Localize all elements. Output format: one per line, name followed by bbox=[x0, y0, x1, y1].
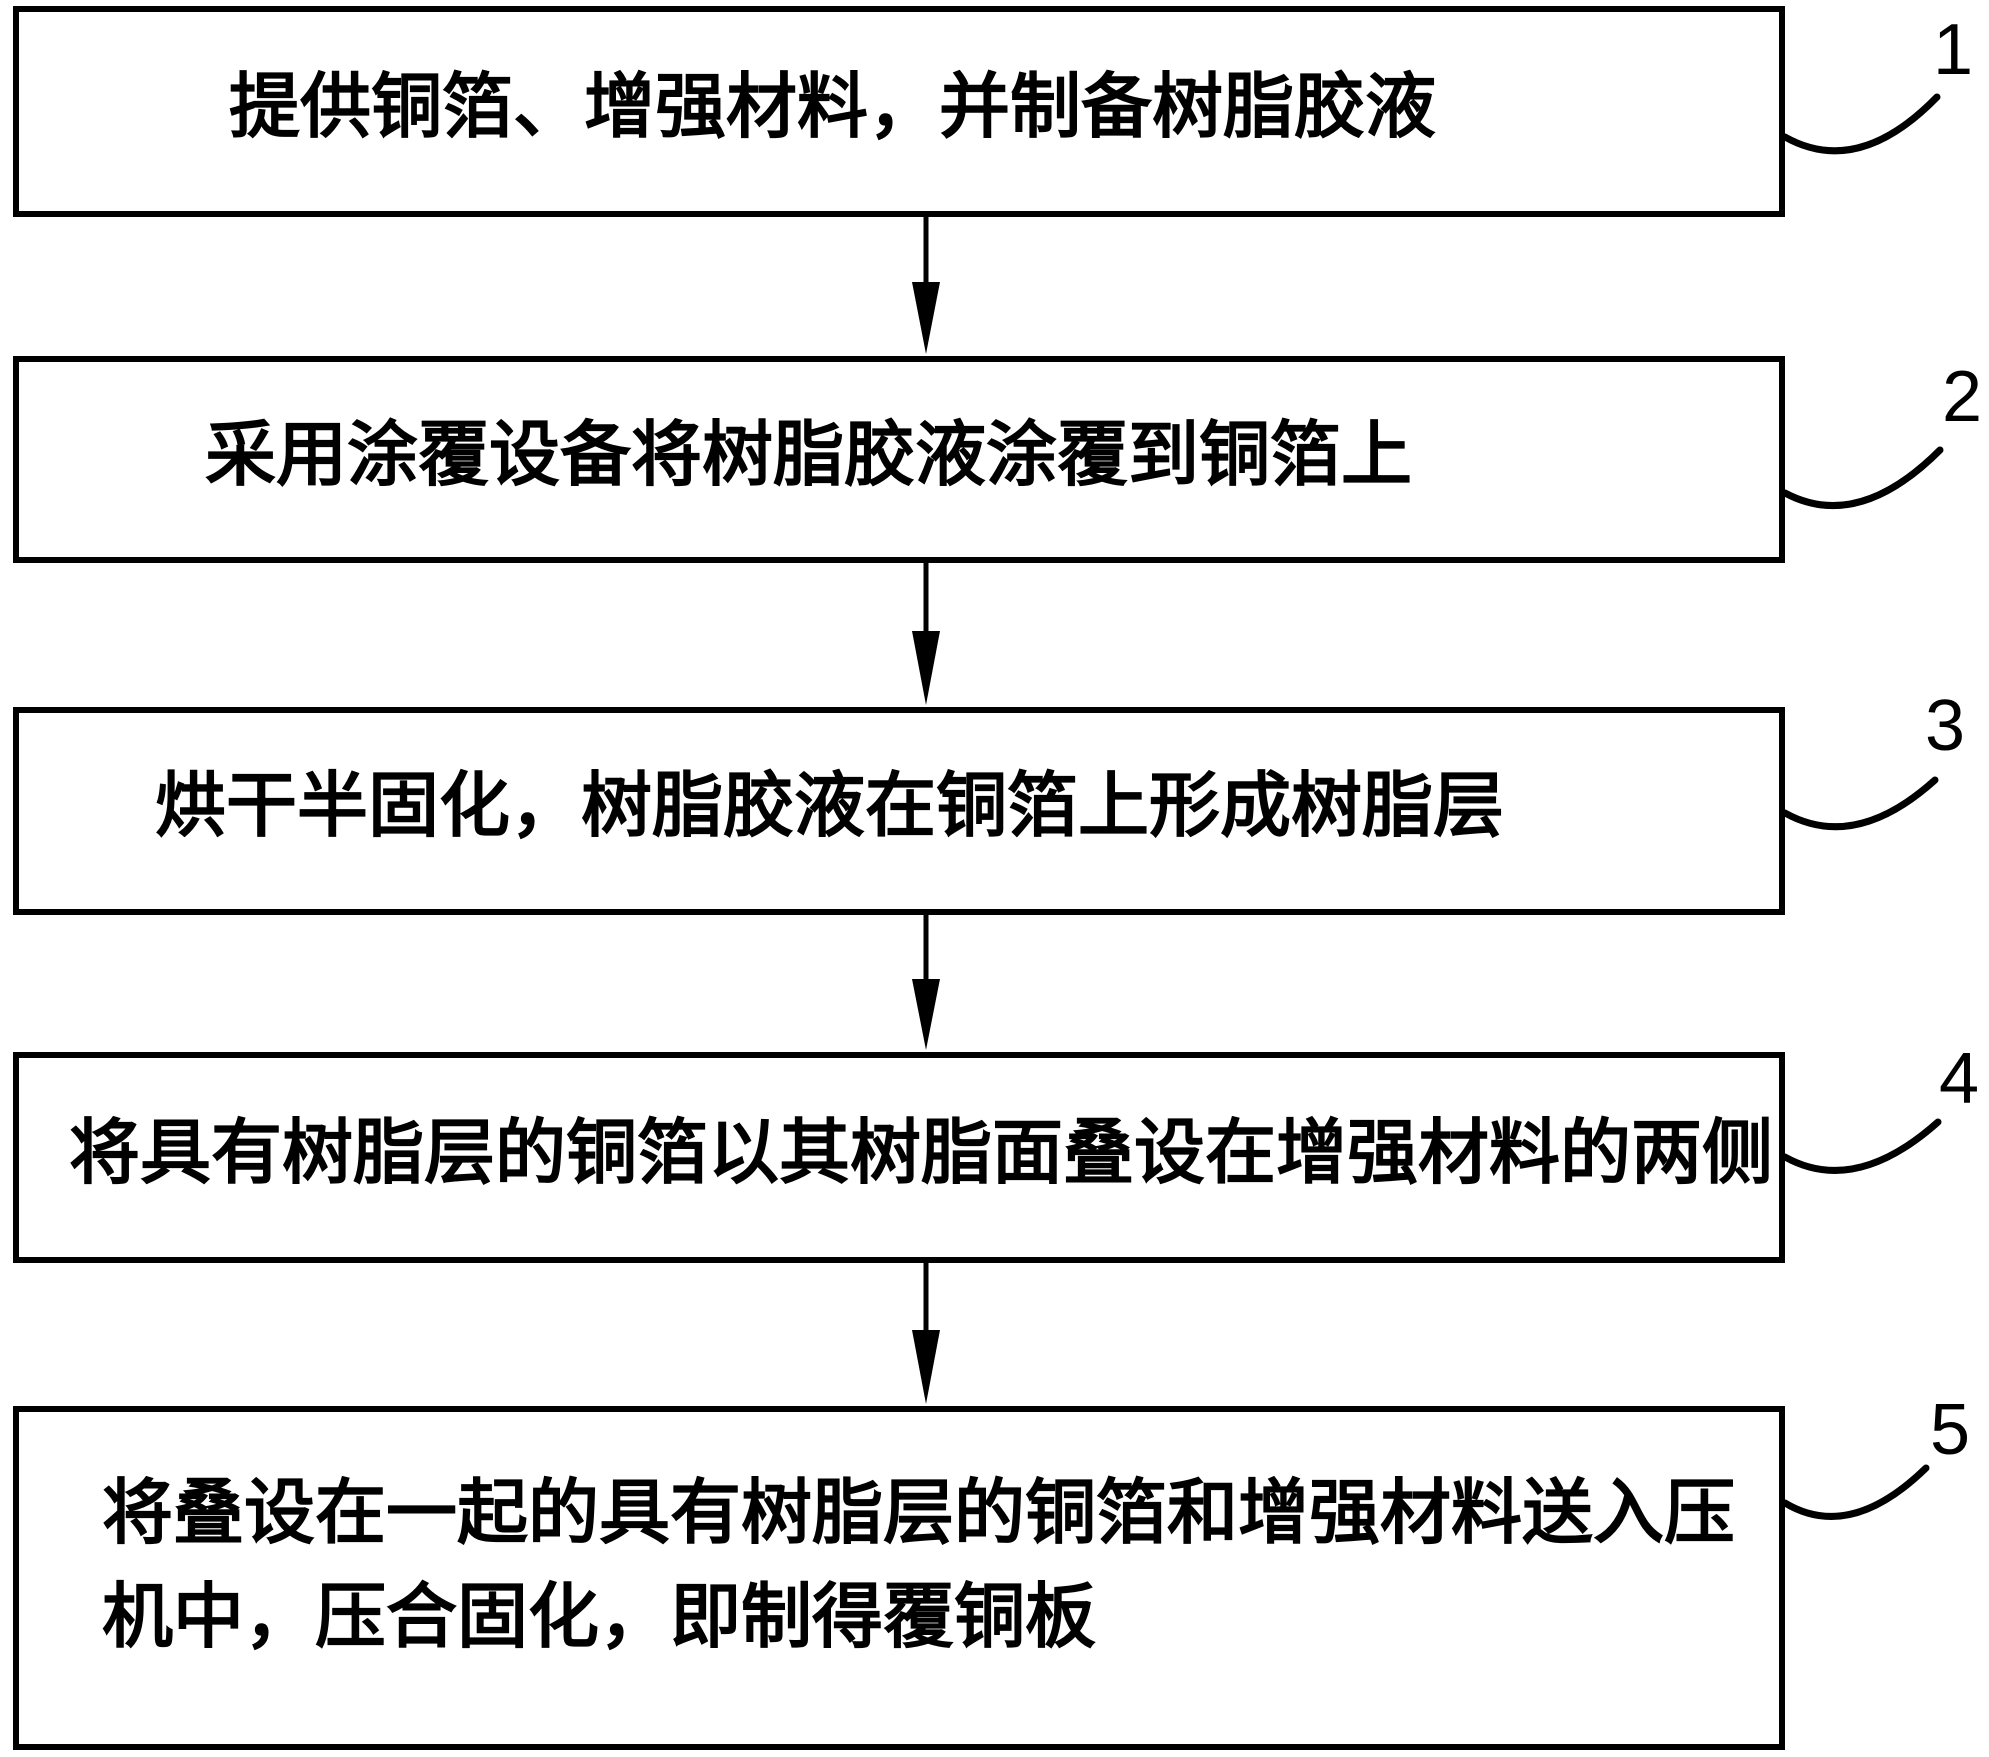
step-box-1: 提供铜箔、增强材料，并制备树脂胶液 bbox=[13, 6, 1785, 217]
step-number-2: 2 bbox=[1941, 357, 1983, 437]
step-box-3: 烘干半固化，树脂胶液在铜箔上形成树脂层 bbox=[13, 707, 1785, 915]
step-number-3: 3 bbox=[1924, 686, 1966, 766]
step-label-line: 将叠设在一起的具有树脂层的铜箔和增强材料送入压 bbox=[102, 1475, 1736, 1553]
arrow-head-icon bbox=[912, 1330, 940, 1404]
step-label-line: 提供铜箔、增强材料，并制备树脂胶液 bbox=[229, 68, 1437, 147]
leader-curve-1 bbox=[1781, 93, 1941, 155]
step-label-line: 烘干半固化，树脂胶液在铜箔上形成树脂层 bbox=[155, 768, 1505, 846]
leader-curve-2 bbox=[1781, 446, 1944, 509]
step-label-line: 机中，压合固化，即制得覆铜板 bbox=[102, 1579, 1097, 1657]
arrow-head-icon bbox=[912, 631, 940, 705]
leader-curve-4 bbox=[1781, 1118, 1942, 1174]
step-number-5: 5 bbox=[1929, 1390, 1971, 1470]
step-number-4: 4 bbox=[1938, 1039, 1980, 1119]
step-label-line: 采用涂覆设备将树脂胶液涂覆到铜箔上 bbox=[205, 416, 1413, 495]
leader-curve-5 bbox=[1781, 1464, 1930, 1520]
step-box-4: 将具有树脂层的铜箔以其树脂面叠设在增强材料的两侧 bbox=[13, 1052, 1785, 1263]
leader-curve-3 bbox=[1781, 776, 1939, 831]
step-number-1: 1 bbox=[1932, 10, 1974, 90]
step-box-2: 采用涂覆设备将树脂胶液涂覆到铜箔上 bbox=[13, 356, 1785, 563]
step-label-line: 将具有树脂层的铜箔以其树脂面叠设在增强材料的两侧 bbox=[69, 1114, 1774, 1193]
arrow-head-icon bbox=[912, 979, 940, 1050]
arrow-head-icon bbox=[912, 282, 940, 354]
step-box-5: 将叠设在一起的具有树脂层的铜箔和增强材料送入压机中，压合固化，即制得覆铜板 bbox=[13, 1406, 1785, 1750]
